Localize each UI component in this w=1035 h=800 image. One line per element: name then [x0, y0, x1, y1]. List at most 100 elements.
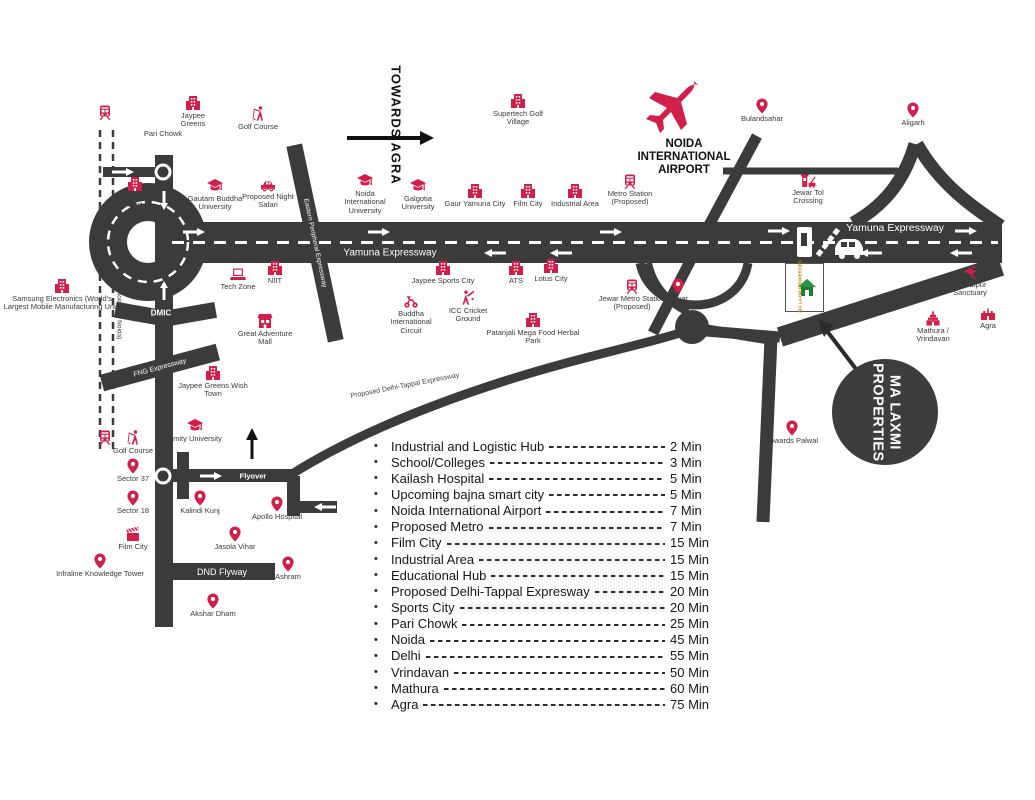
infraline-knowledge-tower-marker: Infraline Knowledge Tower [53, 553, 147, 578]
fort-icon [968, 305, 1008, 321]
proposed-night-safari-marker: Proposed Night Safari [242, 176, 294, 210]
patanjali-mega-food-herbal-park-label: Patanjali Mega Food Herbal Park [486, 328, 580, 346]
pin-icon [888, 102, 938, 118]
travel-time: 45 Min [670, 632, 710, 648]
patanjali-mega-food-herbal-park-marker: Patanjali Mega Food Herbal Park [478, 312, 588, 346]
gaur-yamuna-city-label: Gaur Yamuna City [444, 199, 506, 208]
supertech-golf-village-marker: Supertech Golf Village [489, 93, 547, 127]
great-adventure-mall-marker: Great Adventure Mall [230, 313, 300, 347]
pari-chowk-marker: Pari Chowk [141, 129, 185, 138]
galgotia-university-marker: Galgotia University [392, 178, 444, 212]
building-icon [496, 260, 536, 276]
jewar-tol-crossing-marker: Jewar Tol Crossing [780, 172, 836, 206]
towards-palwal-marker: Towards Palwal [752, 420, 832, 445]
noida-international-university-marker: Noida International University [334, 173, 396, 215]
bullet-icon: • [374, 488, 378, 501]
travel-time: 2 Min [670, 438, 702, 454]
gautam-buddha-university-marker: Gautam Buddha University [187, 178, 243, 212]
building-icon [168, 95, 218, 111]
niit-label: NIIT [267, 276, 283, 285]
sector-18-label: Sector 18 [116, 506, 150, 515]
jewar-metro-station-proposed-marker: Jewar Metro Station (Proposed) [590, 278, 674, 312]
great-adventure-mall-label: Great Adventure Mall [237, 329, 293, 347]
apollo-hospital-marker: Apollo Hospital [240, 496, 314, 521]
destination-name: School/Colleges [391, 454, 485, 470]
industrial-area-label: Industrial Area [551, 199, 599, 208]
brand-logo-text: MA LAXMI PROPERTIES [797, 260, 803, 313]
bullet-icon: • [374, 536, 378, 549]
agra-label: Agra [980, 321, 996, 330]
pin-icon [53, 553, 147, 569]
supertech-golf-village-label: Supertech Golf Village [492, 109, 544, 127]
metro-station-proposed-marker: Metro Station (Proposed) [597, 173, 663, 207]
film-icon [108, 526, 158, 542]
golfer-icon [102, 430, 164, 446]
amity-university-marker: Amity University [167, 418, 223, 443]
jaypee-greens-label: Jaypee Greens [180, 111, 206, 129]
towards-palwal-label: Towards Palwal [765, 436, 819, 445]
spot-marker [85, 104, 125, 120]
mall-icon [230, 313, 300, 329]
jaypee-greens-marker: Jaypee Greens [168, 95, 218, 129]
gautam-buddha-university-label: Gautam Buddha University [187, 194, 243, 212]
golf-course-label: Golf Course [237, 122, 279, 131]
samsung-electronics-world-s-largest-mobi-marker: Samsung Electronics (World's Largest Mob… [3, 278, 121, 312]
toll-plaza-icon [797, 227, 863, 259]
spot-marker [85, 429, 125, 445]
bharatpur-sanctuary-label: Bharatpur Sanctuary [953, 280, 987, 298]
pin-icon [168, 490, 232, 506]
safari-icon [242, 176, 294, 192]
buddha-international-circuit-label: Buddha International Circuit [390, 309, 432, 335]
pari-chowk-label: Pari Chowk [143, 129, 183, 138]
destination-name: Noida [391, 632, 425, 648]
metro-icon [85, 104, 125, 120]
brand-circle-line2: PROPERTIES [869, 362, 885, 462]
metro-icon [590, 278, 674, 294]
metro-icon [597, 173, 663, 189]
destination-name: Proposed Delhi-Tappal Expresway [391, 583, 590, 599]
proposed-night-safari-label: Proposed Night Safari [242, 192, 294, 210]
aligarh-label: Aligarh [901, 118, 925, 127]
jewar-tol-crossing-label: Jewar Tol Crossing [792, 188, 824, 206]
bullet-icon: • [374, 649, 378, 662]
kalindi-kunj-label: Kalindi Kunj [180, 506, 220, 515]
metro-station-proposed-label: Metro Station (Proposed) [607, 189, 653, 207]
travel-time: 5 Min [670, 486, 702, 502]
film-city-marker: Film City [108, 526, 158, 551]
destination-name: Industrial and Logistic Hub [391, 438, 545, 454]
mathura-vrindavan-label: Mathura / Vrindavan [916, 326, 950, 344]
building-icon [498, 183, 558, 199]
road-label-yamuna-expressway: Yamuna Expressway [343, 247, 437, 259]
jaypee-greens-wish-town-marker: Jaypee Greens Wish Town [173, 365, 253, 399]
tech-zone-marker: Tech Zone [218, 266, 258, 291]
lotus-city-label: Lotus City [534, 274, 568, 283]
airport-title: NOIDA INTERNATIONAL AIRPORT [637, 138, 731, 177]
dotted-leader [423, 704, 665, 707]
travel-time: 50 Min [670, 664, 710, 680]
india-expo-mart-marker: India Expo Mart [109, 176, 161, 210]
niit-marker: NIIT [255, 260, 295, 285]
destination-name: Delhi [391, 648, 421, 664]
jewar-metro-station-proposed-label: Jewar Metro Station (Proposed) [598, 294, 666, 312]
bullet-icon: • [374, 698, 378, 711]
brand-logo-box: MA LAXMI PROPERTIES [785, 260, 824, 313]
jaypee-greens-wish-town-label: Jaypee Greens Wish Town [178, 381, 248, 399]
dotted-leader [429, 639, 665, 642]
bullet-icon: • [374, 440, 378, 453]
metro-icon [85, 429, 125, 445]
travel-time: 60 Min [670, 680, 710, 696]
bullet-icon: • [374, 682, 378, 695]
travel-time: 20 Min [670, 599, 710, 615]
pin-icon [656, 278, 700, 294]
destination-name: Vrindavan [391, 664, 450, 680]
green-house-icon [798, 278, 816, 296]
